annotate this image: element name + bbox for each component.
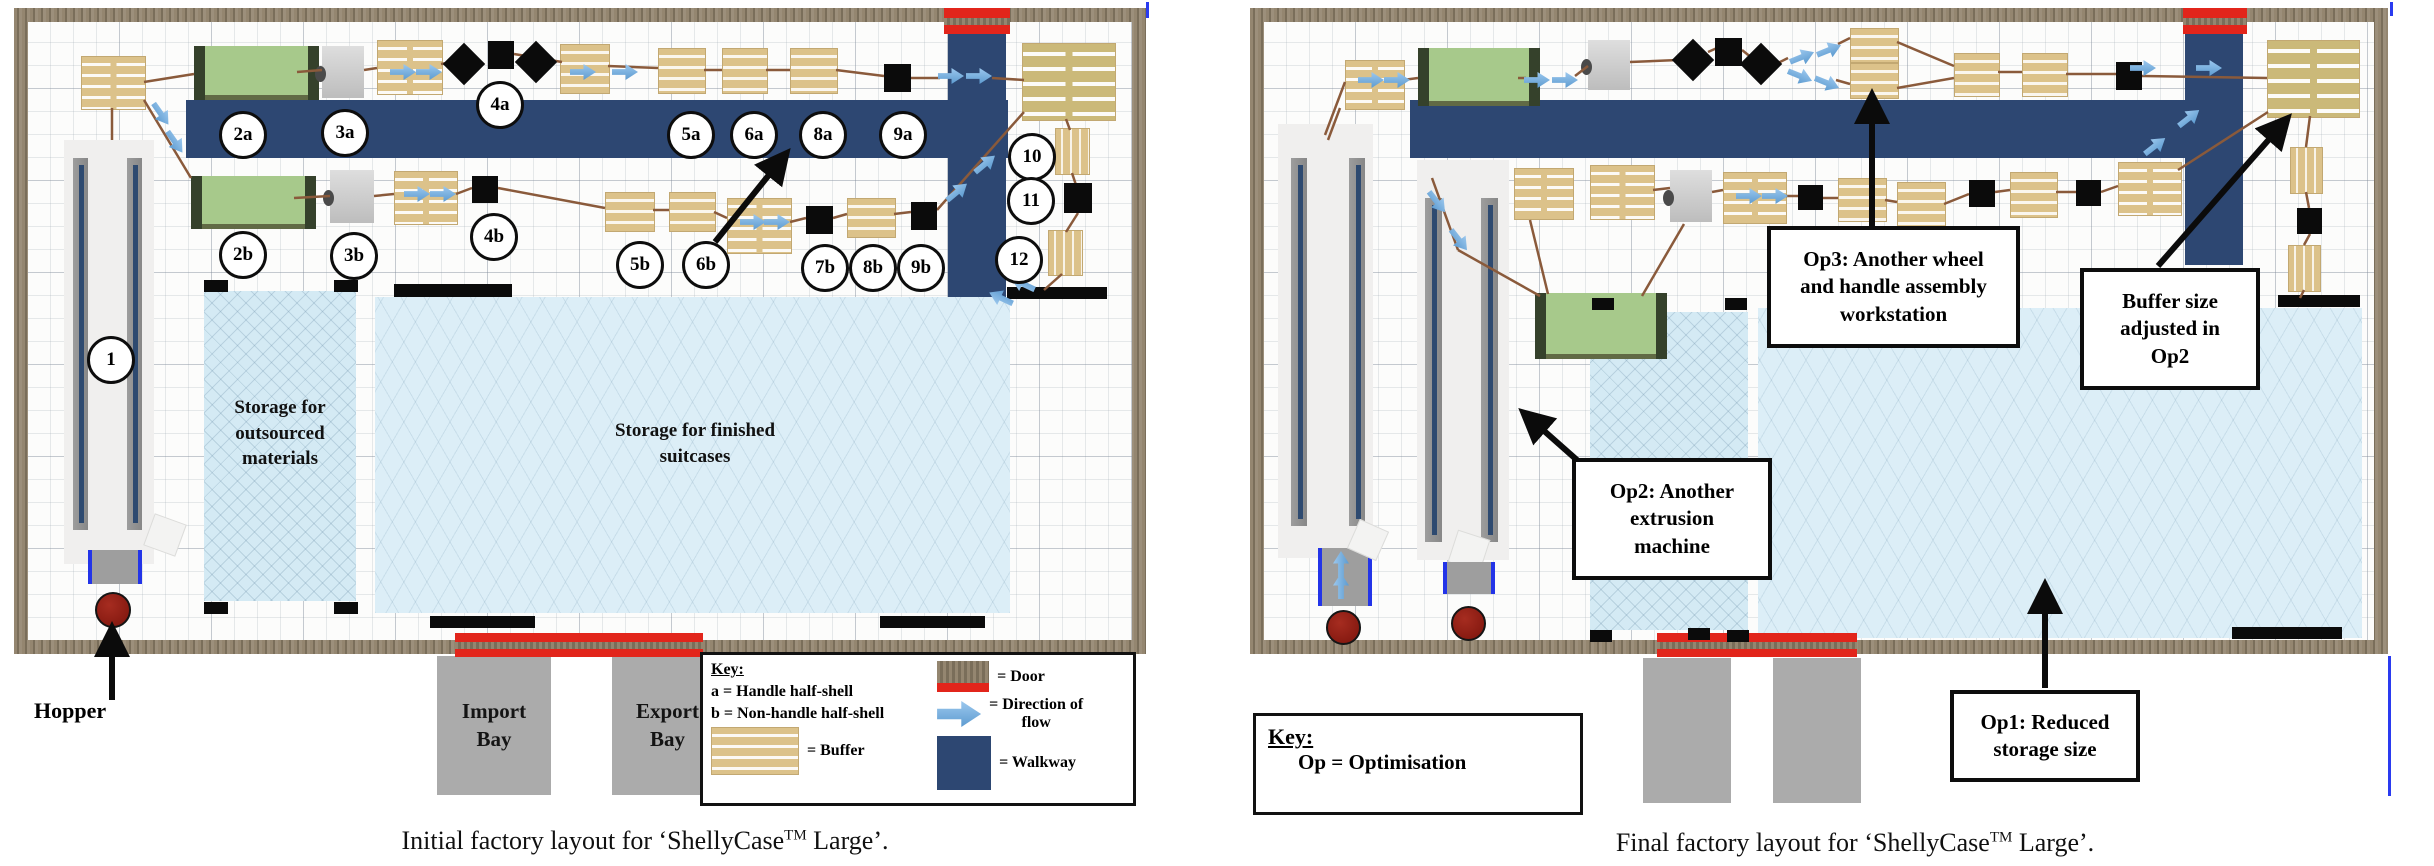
key-buffer-label: = Buffer xyxy=(807,742,865,759)
export-bay-line2: Bay xyxy=(649,726,685,751)
buffer-note-line3: Op2 xyxy=(2150,343,2190,368)
op2-annotation-box: Op2: Another extrusion machine xyxy=(1572,458,1772,580)
key-walkway-label: = Walkway xyxy=(999,754,1076,771)
key-non-handle-half-shell: b = Non-handle half-shell xyxy=(711,705,885,722)
molding-machine-2a xyxy=(194,46,319,100)
door-top-initial xyxy=(944,8,1010,34)
trim-machine-3b xyxy=(323,170,374,223)
storage-finished-label: Storage for finished suitcases xyxy=(530,418,860,469)
hopper-label: Hopper xyxy=(34,698,107,723)
initial-caption: Initial factory layout for ‘ShellyCaseTM… xyxy=(240,826,1050,856)
key-handle-half-shell: a = Handle half-shell xyxy=(711,683,854,700)
direction-arrow-swatch xyxy=(937,701,982,727)
buffer-note-line2: adjusted in xyxy=(2120,316,2220,341)
final-caption-text: Final factory layout for ‘ShellyCase xyxy=(1615,828,1990,857)
buffer-note-line1: Buffer size xyxy=(2122,289,2218,314)
op3-line2: and handle assembly xyxy=(1800,274,1987,299)
initial-caption-text: Initial factory layout for ‘ShellyCase xyxy=(401,826,785,855)
op1-line1: Op1: Reduced xyxy=(1980,709,2110,734)
extruder-feed-conveyor xyxy=(1318,548,1372,606)
trim-machine-top xyxy=(1581,40,1630,90)
extruder-feed-conveyor xyxy=(1443,562,1495,594)
op3-annotation-box: Op3: Another wheel and handle assembly w… xyxy=(1767,226,2020,348)
artifact-line xyxy=(2388,656,2391,796)
extruder-rail xyxy=(1425,198,1442,542)
key-title: Key: xyxy=(711,661,744,678)
buffer-swatch xyxy=(711,727,799,775)
molding-machine-top xyxy=(1418,48,1540,106)
trademark-sup: TM xyxy=(1989,829,2013,846)
molding-machine-op-added xyxy=(1535,293,1667,359)
op1-line2: storage size xyxy=(1993,737,2097,761)
op2-line2: extrusion xyxy=(1630,506,1714,531)
key-final-title: Key: xyxy=(1268,724,1314,749)
door-wall-slat xyxy=(944,17,1010,26)
walkway-swatch xyxy=(937,736,992,790)
door-bottom-final xyxy=(1657,633,1857,657)
export-bay-line1: Export xyxy=(636,699,699,724)
storage-outsourced-line3: materials xyxy=(242,448,318,470)
import-bay-line1: Import xyxy=(461,699,527,724)
op3-line1: Op3: Another wheel xyxy=(1803,247,1984,272)
op3-line3: workstation xyxy=(1839,301,1948,326)
key-box-final: Key: Op = Optimisation xyxy=(1253,713,1583,815)
extruder-rail xyxy=(1481,198,1498,542)
artifact-line xyxy=(2390,2,2393,16)
artifact-line xyxy=(1146,2,1149,18)
extruder-rail xyxy=(127,158,142,530)
door-wall-slat xyxy=(455,642,703,649)
door-top-final xyxy=(2183,8,2247,34)
storage-finished-suitcases xyxy=(375,297,1010,613)
storage-finished-line2: suitcases xyxy=(659,445,731,467)
storage-finished-final xyxy=(1758,308,2362,638)
final-caption-tail: Large’. xyxy=(2012,828,2095,857)
hopper xyxy=(1326,610,1361,645)
trim-machine-bottom xyxy=(1663,170,1712,222)
op2-line3: machine xyxy=(1634,533,1710,558)
key-final-op-line: Op = Optimisation xyxy=(1298,750,1467,774)
storage-outsourced-label: Storage for outsourced materials xyxy=(204,395,356,472)
extruder-rail xyxy=(73,158,88,530)
walkway-horizontal-initial xyxy=(186,100,1008,158)
storage-outsourced-materials xyxy=(204,291,356,601)
bay-final-left xyxy=(1643,658,1731,803)
door-wall-slat xyxy=(2183,17,2247,26)
extruder-rail xyxy=(1349,158,1365,526)
key-flow-line1: = Direction of xyxy=(989,696,1084,713)
storage-outsourced-line2: outsourced xyxy=(235,422,325,444)
op2-line1: Op2: Another xyxy=(1609,479,1735,504)
trademark-sup: TM xyxy=(784,827,807,844)
walkway-vertical-initial xyxy=(948,22,1006,298)
import-bay-line2: Bay xyxy=(476,726,512,751)
extruder-feed-conveyor xyxy=(88,550,142,584)
hopper xyxy=(1451,606,1486,641)
door-swatch xyxy=(937,661,990,692)
storage-finished-line1: Storage for finished xyxy=(614,420,776,441)
key-box-initial: Key: a = Handle half-shell b = Non-handl… xyxy=(700,652,1136,806)
door-wall-slat xyxy=(1657,642,1857,649)
import-bay: Import Bay xyxy=(437,656,551,795)
buffer-size-annotation-box: Buffer size adjusted in Op2 xyxy=(2080,268,2260,390)
molding-machine-2b xyxy=(191,176,316,229)
initial-caption-tail: Large’. xyxy=(806,826,889,855)
walkway-vertical-final xyxy=(2185,22,2243,265)
trim-machine-3a xyxy=(315,46,364,98)
walkway-horizontal-final xyxy=(1410,100,2243,158)
key-flow-line2: flow xyxy=(1021,714,1051,731)
door-bottom-initial xyxy=(455,633,703,657)
bay-final-right xyxy=(1773,658,1861,803)
op1-annotation-box: Op1: Reduced storage size xyxy=(1950,690,2140,782)
extruder-rail xyxy=(1291,158,1307,526)
storage-outsourced-line1: Storage for xyxy=(234,397,326,418)
key-door-label: = Door xyxy=(997,667,1045,685)
hopper xyxy=(95,592,131,628)
final-caption: Final factory layout for ‘ShellyCaseTM L… xyxy=(1450,828,2260,858)
